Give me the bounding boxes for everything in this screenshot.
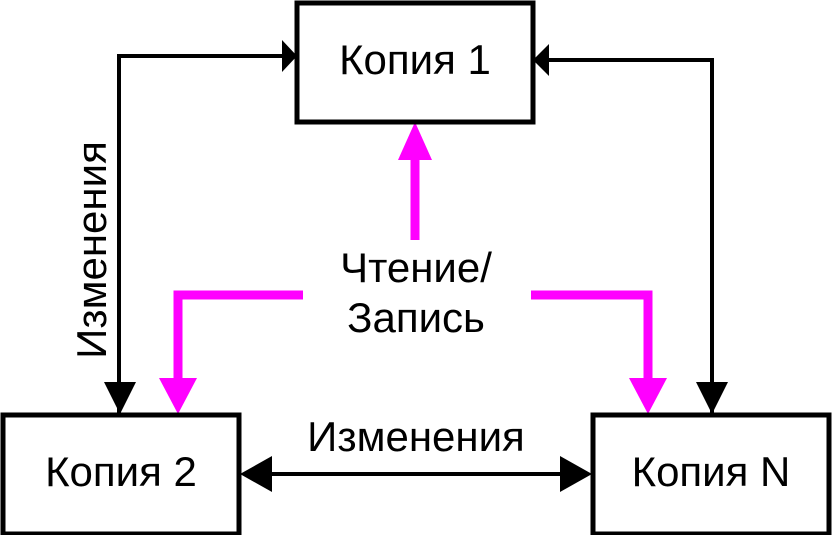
edge-copy2-to-copy1-line [117,54,282,414]
edge-copy1-to-copyN-arrowhead [696,382,728,414]
node-copy2-box[interactable] [0,412,242,535]
edge-access-to-copy2 [159,290,303,414]
node-copyN-box[interactable] [590,412,832,535]
edge-label-access-line1: Чтение/ [340,244,492,291]
edge-copy2-to-copyN [240,456,592,492]
edge-copy2-to-copyN-arrowhead-right [560,456,592,492]
edge-copyN-to-copy1-arrowhead [533,44,549,76]
node-copyN[interactable]: Копия N [590,412,832,535]
edge-label-changes-vertical: Изменения [68,141,115,359]
node-copy1-label: Копия 1 [339,36,491,83]
edge-access-to-copyN-line [531,290,653,378]
edge-label-access-line2: Запись [347,294,485,341]
edge-copy1-to-copy2-arrowhead [104,382,136,414]
edge-access-to-copy1-arrowhead [398,122,432,160]
edge-copyN-to-copy1-line [549,58,714,414]
node-copy1[interactable]: Копия 1 [294,0,536,125]
edge-copy2-to-copy1-arrowhead [282,40,297,72]
edge-copy2-to-copyN-arrowhead-left [240,456,272,492]
edge-copyN-to-copy1 [533,44,728,414]
node-copyN-label: Копия N [632,448,791,495]
edge-access-to-copyN-arrowhead [629,378,667,414]
edge-label-changes-horizontal: Изменения [307,413,525,460]
edge-access-to-copy2-line [173,290,303,378]
edge-access-to-copy2-arrowhead [159,378,197,414]
edge-access-to-copy1 [398,122,432,240]
node-copy2-label: Копия 2 [45,448,197,495]
edge-access-to-copyN [531,290,667,414]
edge-copy2-to-copy1 [104,40,297,414]
node-copy1-box[interactable] [294,0,536,125]
node-copy2[interactable]: Копия 2 [0,412,242,535]
